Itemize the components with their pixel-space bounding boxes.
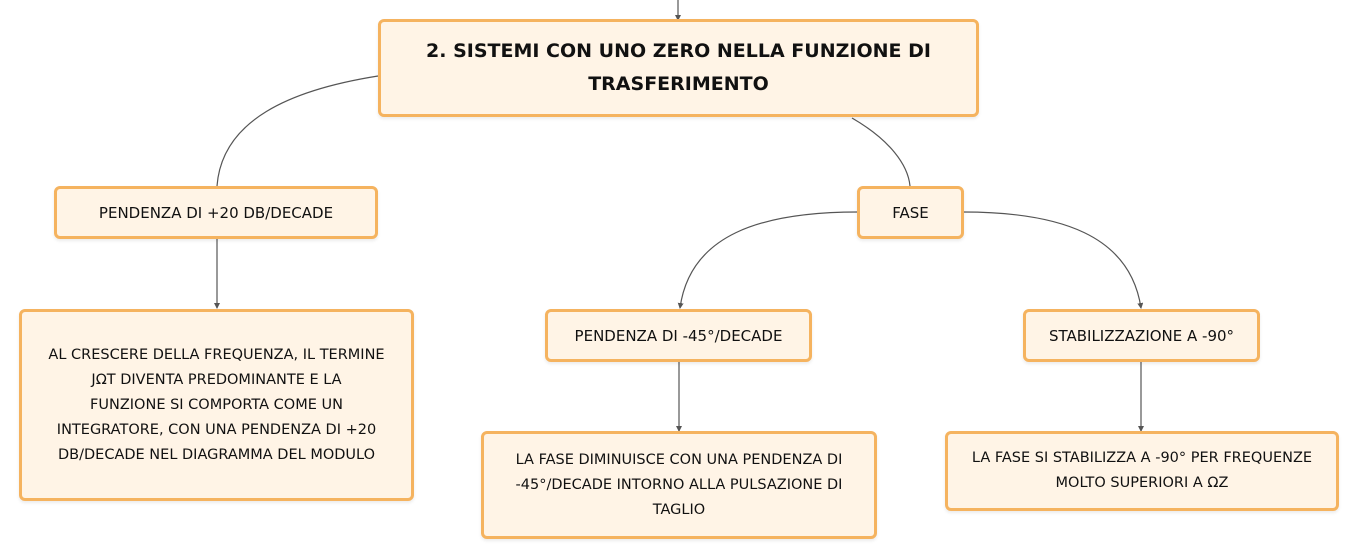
pendenza-detail-text: AL CRESCERE DELLA FREQUENZA, IL TERMINE … [48,343,384,468]
pendenza-detail-line-2: JΩT DIVENTA PREDOMINANTE E LA [91,371,342,388]
pendenza-detail-line-1: AL CRESCERE DELLA FREQUENZA, IL TERMINE [48,346,385,363]
fase-slope-detail-text: LA FASE DIMINUISCE CON UNA PENDENZA DI -… [516,448,843,523]
fase-slope-node[interactable]: PENDENZA DI -45°/DECADE [545,309,812,362]
connector-fase-to-slope [677,211,859,309]
fase-stabilization-detail-text: LA FASE SI STABILIZZA A -90° PER FREQUEN… [972,446,1312,496]
pendenza-detail-node[interactable]: AL CRESCERE DELLA FREQUENZA, IL TERMINE … [19,309,414,501]
pendenza-detail-line-4: INTEGRATORE, CON UNA PENDENZA DI +20 [56,421,377,438]
fase-stabilization-label: STABILIZZAZIONE A -90° [1048,326,1235,345]
connector-root-to-pendenza [216,75,379,187]
pendenza-label: PENDENZA DI +20 DB/DECADE [98,203,334,222]
fase-slope-detail-line-2: -45°/DECADE INTORNO ALLA PULSAZIONE DI [515,476,843,493]
root-topic-node[interactable]: 2. SISTEMI CON UNO ZERO NELLA FUNZIONE D… [378,19,979,117]
fase-slope-detail-line-1: LA FASE DIMINUISCE CON UNA PENDENZA DI [515,451,843,468]
pendenza-detail-line-3: FUNZIONE SI COMPORTA COME UN [90,396,343,413]
root-title-line-2: TRASFERIMENTO [588,73,769,95]
fase-slope-detail-node[interactable]: LA FASE DIMINUISCE CON UNA PENDENZA DI -… [481,431,877,539]
pendenza-node[interactable]: PENDENZA DI +20 DB/DECADE [54,186,378,239]
fase-slope-label: PENDENZA DI -45°/DECADE [574,326,783,345]
fase-slope-detail-line-3: TAGLIO [652,501,706,518]
root-topic-title: 2. SISTEMI CON UNO ZERO NELLA FUNZIONE D… [426,35,931,101]
fase-stabilization-detail-line-1: LA FASE SI STABILIZZA A -90° PER FREQUEN… [971,450,1313,466]
pendenza-detail-line-5: DB/DECADE NEL DIAGRAMMA DEL MODULO [58,446,375,463]
root-title-line-1: 2. SISTEMI CON UNO ZERO NELLA FUNZIONE D… [426,40,931,62]
fase-stabilization-detail-node[interactable]: LA FASE SI STABILIZZA A -90° PER FREQUEN… [945,431,1339,511]
fase-node[interactable]: FASE [857,186,964,239]
fase-stabilization-node[interactable]: STABILIZZAZIONE A -90° [1023,309,1260,362]
connector-root-to-fase [851,117,911,187]
connector-fase-to-stabilization [962,211,1144,309]
fase-stabilization-detail-line-2: MOLTO SUPERIORI A ΩZ [1055,475,1229,491]
fase-label: FASE [892,203,929,222]
